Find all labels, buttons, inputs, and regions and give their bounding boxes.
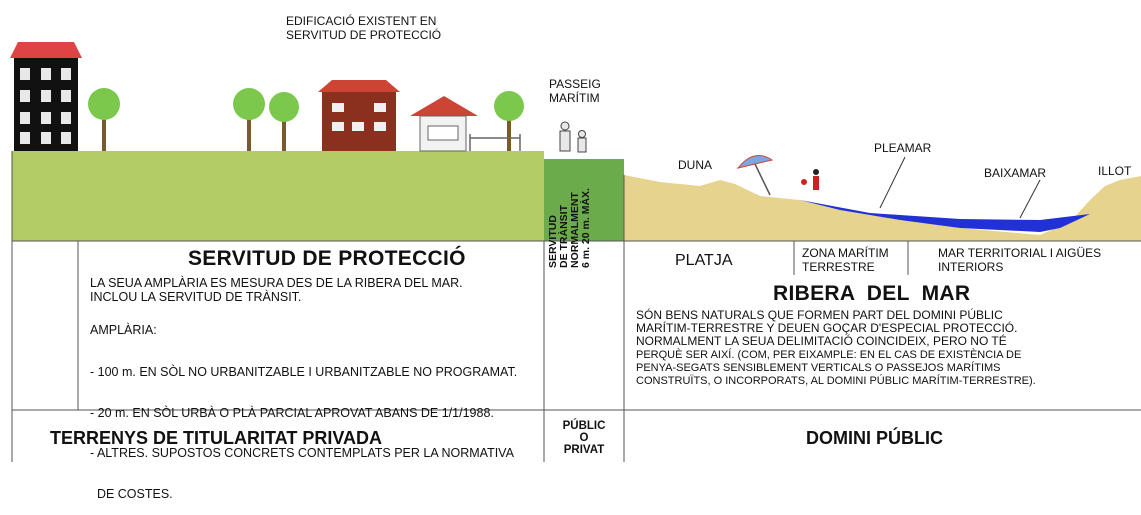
- beach-people-icon: [801, 169, 819, 190]
- protection-width-item: DE COSTES.: [90, 486, 173, 501]
- public-or-private-label: PÚBLIC O PRIVAT: [556, 420, 612, 456]
- tree-icon: [269, 92, 299, 151]
- protection-zone-ground: [12, 151, 544, 241]
- fence: [469, 134, 521, 151]
- seashore-line: PENYA-SEGATS SENSIBLEMENT VERTICALS O PA…: [636, 361, 1001, 374]
- sea-water: [800, 200, 1090, 232]
- seashore-line: NORMALMENT LA SEUA DELIMITACIÓ COINCIDEI…: [636, 334, 1007, 349]
- beach-zone-label: PLATJA: [675, 252, 733, 269]
- protection-width-item: - 100 m. EN SÒL NO URBANITZABLE I URBANI…: [90, 365, 518, 379]
- coastal-zoning-diagram: [10, 42, 1141, 462]
- transit-strip-line: 6 m. 20 m. MÀX.: [580, 188, 592, 268]
- territorial-sea-line: MAR TERRITORIAL I AIGÜES: [938, 246, 1102, 260]
- maritime-land-zone-line: ZONA MARÍTIM: [802, 246, 889, 260]
- tree-icon: [88, 88, 120, 151]
- maritime-land-zone-label: ZONA MARÍTIM TERRESTRE: [802, 246, 889, 274]
- protection-line: INCLOU LA SERVITUD DE TRÀNSIT.: [90, 289, 302, 304]
- existing-house: [318, 80, 400, 151]
- existing-building-label: EDIFICACIÓ EXISTENT EN SERVITUD DE PROTE…: [286, 14, 441, 42]
- seashore-title: RIBERA DEL MAR: [773, 282, 971, 305]
- protection-width-item: - 20 m. EN SÒL URBÀ O PLÀ PARCIAL APROVA…: [90, 405, 494, 420]
- territorial-sea-line: INTERIORS: [938, 260, 1004, 274]
- protection-title: SERVITUD DE PROTECCIÓ: [188, 247, 466, 270]
- seashore-line: CONSTRUÏTS, O INCORPORATS, AL DOMINI PÚB…: [636, 375, 1036, 388]
- islet-label: ILLOT: [1098, 164, 1132, 178]
- promenade-label: PASSEIG MARÍTIM: [549, 77, 601, 105]
- existing-building-label-line: EDIFICACIÓ EXISTENT EN: [286, 14, 437, 28]
- low-tide-pointer: [1019, 179, 1041, 219]
- seashore-line: MARÍTIM-TERRESTRE Y DEUEN GOÇAR D'ESPECI…: [636, 321, 1018, 336]
- promenade-label-line: PASSEIG: [549, 77, 601, 91]
- table-grid: [11, 151, 1141, 462]
- public-or-private-line: PRIVAT: [563, 444, 605, 456]
- territorial-sea-label: MAR TERRITORIAL I AIGÜES INTERIORS: [938, 246, 1101, 274]
- public-domain-label: DOMINI PÚBLIC: [806, 428, 943, 448]
- kiosk: [410, 96, 478, 152]
- transit-strip-label: SERVITUD DE TRÀNSIT NORMALMENT 6 m. 20 m…: [547, 188, 592, 268]
- public-or-private-line: O: [579, 432, 589, 444]
- protection-width-heading: AMPLÀRIA:: [90, 323, 157, 337]
- seashore-line: PERQUÈ SER AIXÍ. (COM, PER EIXAMPLE: EN …: [636, 348, 1022, 361]
- private-land-label: TERRENYS DE TITULARITAT PRIVADA: [50, 428, 382, 448]
- high-tide-label: PLEAMAR: [874, 141, 932, 155]
- protection-width-list: - 100 m. EN SÒL NO URBANITZABLE I URBANI…: [90, 339, 517, 515]
- promenade-label-line: MARÍTIM: [549, 91, 600, 105]
- tree-icon: [494, 91, 524, 151]
- low-tide-label: BAIXAMAR: [984, 166, 1047, 180]
- beach-sand: [624, 175, 1141, 241]
- transit-strip-ground: [544, 159, 624, 241]
- tree-icon: [233, 88, 265, 151]
- dune-label: DUNA: [678, 158, 713, 172]
- high-tide-pointer: [879, 156, 906, 209]
- beach-umbrella-icon: [736, 155, 774, 196]
- seashore-description: SÓN BENS NATURALS QUE FORMEN PART DEL DO…: [636, 308, 1036, 388]
- public-or-private-line: PÚBLIC: [562, 420, 606, 432]
- seashore-line: SÓN BENS NATURALS QUE FORMEN PART DEL DO…: [636, 308, 1003, 322]
- protection-description: LA SEUA AMPLÀRIA ES MESURA DES DE LA RIB…: [90, 276, 463, 304]
- walkers-icon: [559, 121, 587, 153]
- protection-line: LA SEUA AMPLÀRIA ES MESURA DES DE LA RIB…: [90, 276, 463, 290]
- tall-building: [10, 42, 82, 151]
- protection-width-item: - ALTRES. SUPOSTOS CONCRETS CONTEMPLATS …: [90, 446, 514, 460]
- maritime-land-zone-line: TERRESTRE: [802, 260, 875, 274]
- existing-building-label-line: SERVITUD DE PROTECCIÓ: [286, 28, 442, 42]
